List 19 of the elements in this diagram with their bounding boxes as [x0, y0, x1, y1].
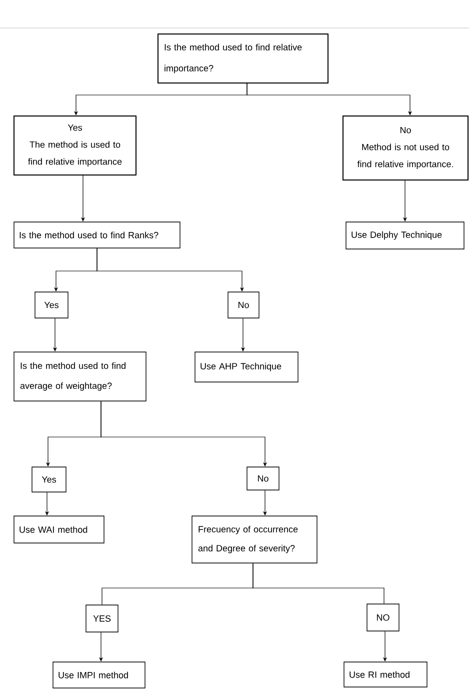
result-box: Use Delphy Technique [346, 222, 464, 250]
branch-box: No [246, 466, 280, 490]
result-box: Use WAI method [14, 516, 104, 544]
arrow [246, 83, 412, 116]
branch-box: Yes [34, 292, 68, 318]
branch-box: No [228, 292, 260, 318]
question-box: Is the method used to find relative importance? [158, 34, 328, 84]
result-box: Use RI method [344, 662, 428, 688]
branch-box: No Method is not used to find relative importance. [342, 116, 468, 180]
connector-line [252, 563, 384, 604]
branch-box: YES [86, 604, 118, 632]
branch-box: Yes [32, 466, 66, 492]
question-box: Frecuency of occurrence and Degree of severity? [192, 516, 318, 564]
question-box: Is the method used to find Ranks? [14, 222, 180, 248]
question-box: Is the method used to find average of weightage? [14, 352, 146, 402]
branch-box: NO [366, 604, 400, 632]
branch-box: Yes The method is used to find relative importance [14, 116, 136, 176]
result-box: Use IMPI method [52, 662, 146, 688]
result-box: Use AHP Technique [194, 352, 298, 382]
